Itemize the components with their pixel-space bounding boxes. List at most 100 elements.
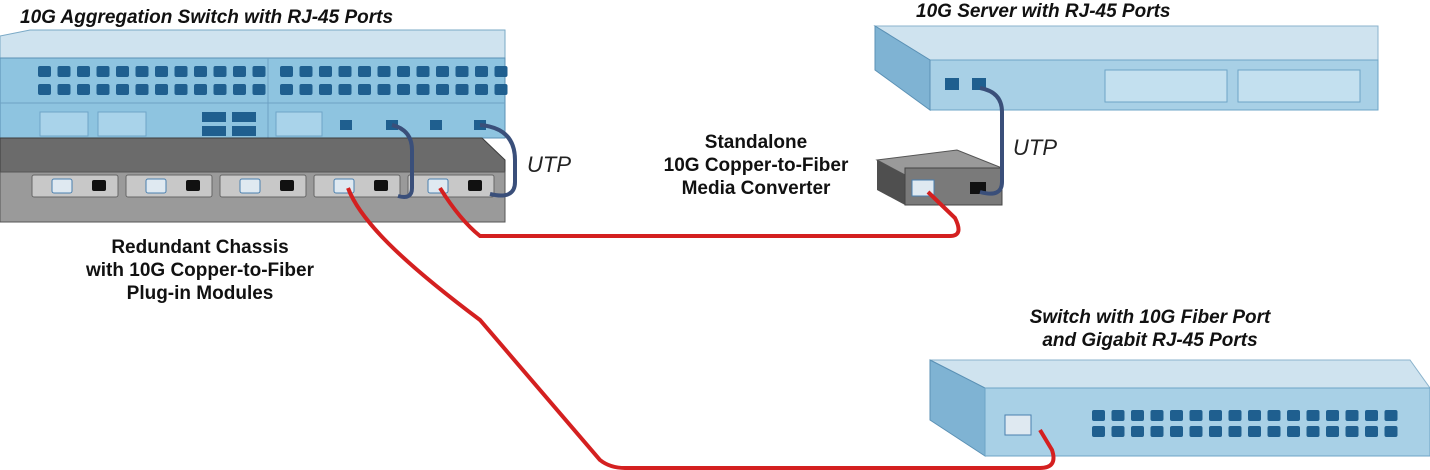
- server-label: 10G Server with RJ-45 Ports: [916, 1, 1171, 22]
- rj45-port: [38, 66, 51, 77]
- rj45-port: [116, 84, 129, 95]
- utp-cable-left: [479, 123, 517, 198]
- blank-slot: [39, 111, 89, 137]
- rj45-port: [455, 84, 469, 95]
- fiber-cable-to-converter: [438, 186, 961, 238]
- fiber-port: [1004, 414, 1032, 436]
- rj45-port: [397, 66, 410, 77]
- rj45-port: [77, 66, 90, 77]
- rj45-port: [1345, 410, 1359, 421]
- utp-label-left: UTP: [527, 152, 571, 177]
- label-line: with 10G Copper-to-Fiber: [86, 260, 314, 281]
- utp-label-right: UTP: [1013, 135, 1057, 160]
- blank-slot: [97, 111, 147, 137]
- rj45-port: [1170, 410, 1183, 421]
- rj45-port: [374, 180, 388, 191]
- rj45-port: [1189, 426, 1203, 437]
- rj45-port: [299, 84, 313, 95]
- rj45-port: [194, 66, 207, 77]
- fiber-port: [51, 178, 73, 194]
- rj45-port: [135, 84, 149, 95]
- label-line: Switch with 10G Fiber Port: [1029, 307, 1271, 328]
- rj45-port: [455, 66, 469, 77]
- aggregation-switch: [0, 29, 508, 139]
- rj45-port: [155, 66, 168, 77]
- rj45-port: [1384, 410, 1398, 421]
- fiber-port: [145, 178, 167, 194]
- rj45-port: [213, 66, 227, 77]
- rj45-port: [252, 84, 266, 95]
- rj45-port: [280, 84, 293, 95]
- rj45-port: [377, 84, 391, 95]
- rj45-port: [233, 84, 246, 95]
- rj45-port: [155, 84, 168, 95]
- rj45-port: [194, 84, 207, 95]
- rj45-port: [1267, 426, 1281, 437]
- rj45-port: [1306, 426, 1320, 437]
- rj45-port: [174, 84, 188, 95]
- rj45-port: [1267, 410, 1281, 421]
- rj45-port: [96, 84, 110, 95]
- rj45-port: [358, 66, 371, 77]
- rj45-port: [1131, 410, 1144, 421]
- rj45-port: [338, 66, 352, 77]
- rj45-port: [92, 180, 106, 191]
- rj45-port: [436, 84, 449, 95]
- rj45-port: [299, 66, 313, 77]
- rj45-port: [280, 66, 293, 77]
- rj45-port: [1365, 426, 1378, 437]
- fiber-cable-to-switch: [346, 187, 1056, 470]
- rj45-port: [494, 66, 508, 77]
- rj45-port: [494, 84, 508, 95]
- label-line: Plug-in Modules: [126, 283, 274, 304]
- media-converter: [875, 149, 1003, 206]
- rj45-port: [38, 84, 51, 95]
- gigabit-port-array: [1092, 410, 1398, 437]
- rj45-port: [57, 84, 71, 95]
- label-line: 10G Copper-to-Fiber: [663, 155, 849, 176]
- rj45-port: [1111, 426, 1125, 437]
- rj45-port: [1150, 410, 1164, 421]
- label-line: Redundant Chassis: [111, 237, 289, 258]
- fiber-switch: [929, 359, 1430, 457]
- switch-port-array: [38, 66, 508, 95]
- rj45-port: [213, 84, 227, 95]
- rj45-port: [1248, 426, 1261, 437]
- rj45-port: [377, 66, 391, 77]
- media-converter-label: Standalone 10G Copper-to-Fiber Media Con…: [640, 131, 872, 200]
- rj45-port: [1092, 410, 1105, 421]
- utp-cable-short: [391, 123, 414, 199]
- rj45-port: [338, 84, 352, 95]
- rj45-port: [1228, 426, 1242, 437]
- aggregation-switch-label: 10G Aggregation Switch with RJ-45 Ports: [20, 7, 394, 28]
- label-line: and Gigabit RJ-45 Ports: [1042, 330, 1258, 351]
- utp-cable-right: [979, 86, 1004, 196]
- rj45-port: [57, 66, 71, 77]
- redundant-chassis: [0, 137, 506, 223]
- rj45-port: [436, 66, 449, 77]
- rj45-port: [1306, 410, 1320, 421]
- rj45-port: [1248, 410, 1261, 421]
- plug-in-modules: [31, 174, 495, 198]
- rj45-port: [1384, 426, 1398, 437]
- sfp-slot-group: [202, 112, 256, 136]
- rj45-port: [1287, 410, 1300, 421]
- rj45-port: [1131, 426, 1144, 437]
- fiber-port: [427, 178, 449, 194]
- label-line: Standalone: [704, 132, 808, 153]
- rj45-port: [1150, 426, 1164, 437]
- rj45-port: [475, 84, 488, 95]
- rj45-port: [1365, 410, 1378, 421]
- fiber-switch-label: Switch with 10G Fiber Port and Gigabit R…: [1002, 306, 1298, 352]
- rj45-port: [1326, 410, 1339, 421]
- rj45-port: [319, 84, 332, 95]
- drive-bay: [1104, 69, 1228, 103]
- rj45-port: [1111, 410, 1125, 421]
- rj45-port: [96, 66, 110, 77]
- rj45-port: [945, 78, 959, 90]
- rj45-port: [135, 66, 149, 77]
- rj45-port: [1189, 410, 1203, 421]
- rj45-port: [1092, 426, 1105, 437]
- rj45-port: [319, 66, 332, 77]
